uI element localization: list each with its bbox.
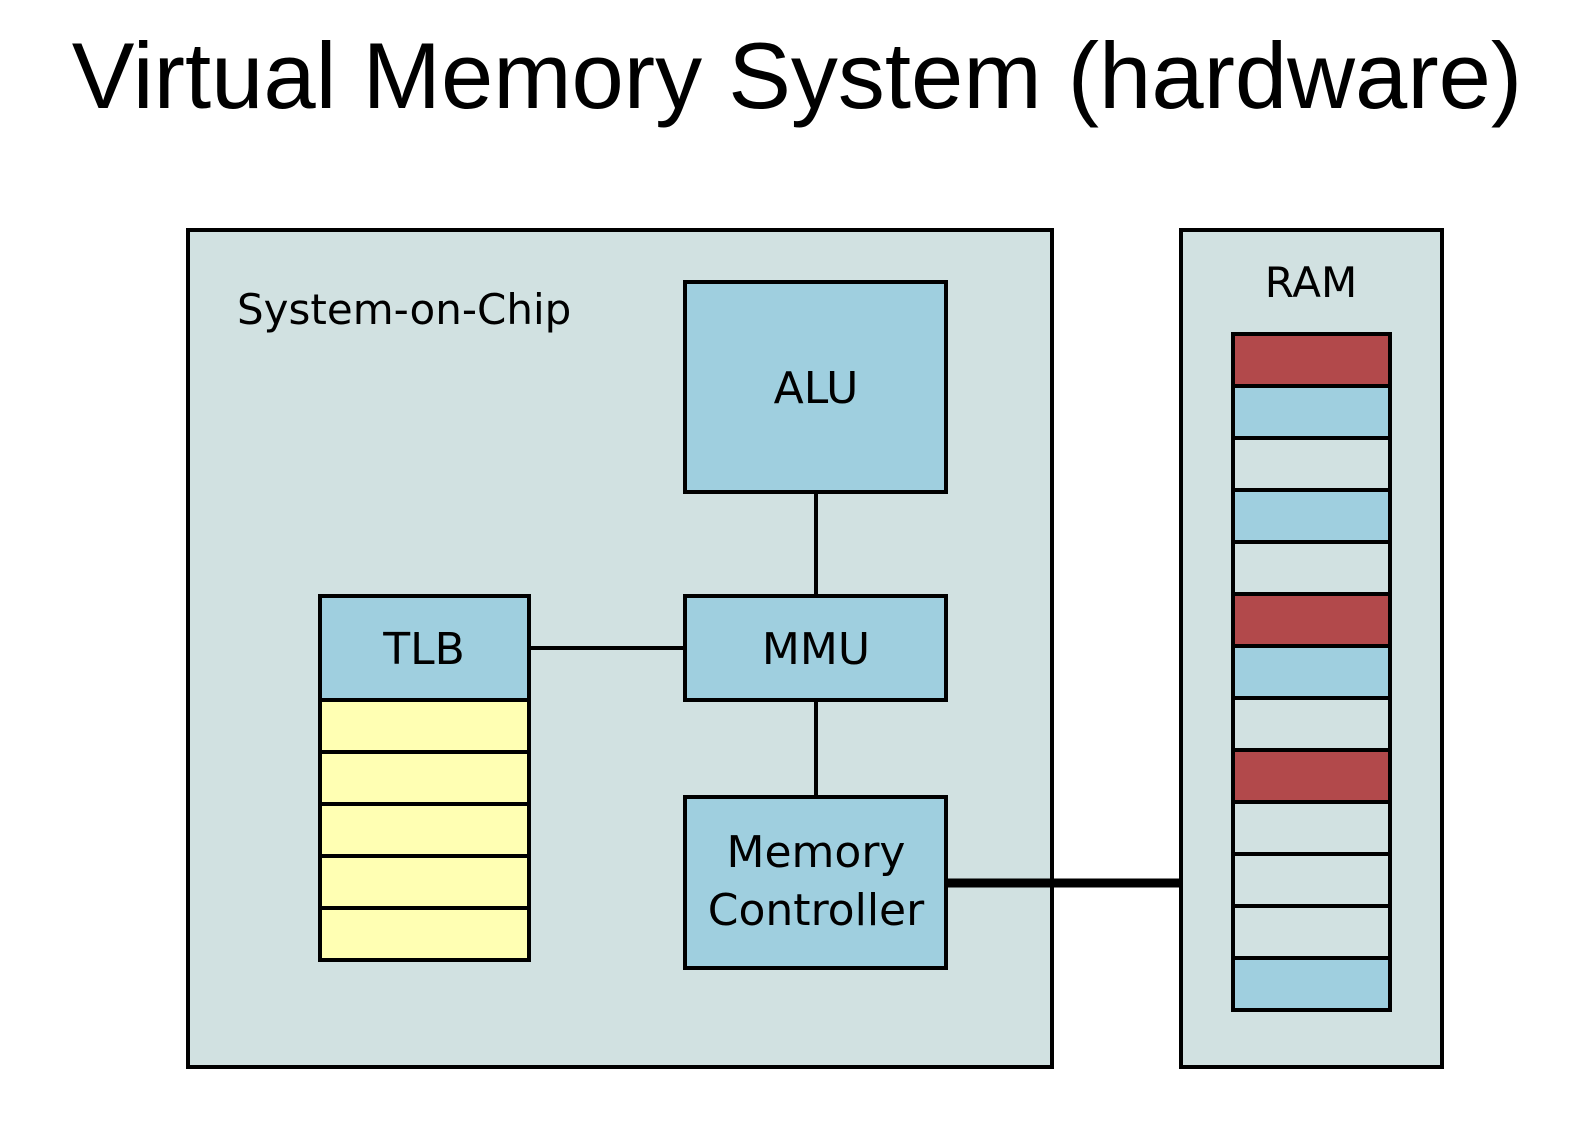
tlb-entry [318, 906, 531, 962]
ram-cell-free [1231, 904, 1392, 960]
ram-container: RAM [1179, 228, 1444, 1069]
ram-cell-process [1231, 644, 1392, 700]
mmu-block: MMU [683, 594, 948, 702]
ram-cell-used [1231, 592, 1392, 648]
ram-cell-stack [1231, 332, 1392, 1012]
memory-controller-block: Memory Controller [683, 795, 948, 970]
soc-label: System-on-Chip [237, 285, 571, 334]
memory-controller-box [683, 795, 948, 970]
alu-label: ALU [774, 363, 859, 414]
ram-cell-free [1231, 696, 1392, 752]
tlb-entry-stack [318, 698, 531, 962]
ram-cell-free [1231, 436, 1392, 492]
alu-block: ALU [683, 280, 948, 494]
ram-cell-free [1231, 852, 1392, 908]
ram-cell-used [1231, 332, 1392, 388]
ram-cell-used [1231, 748, 1392, 804]
tlb-entry [318, 854, 531, 910]
ram-cell-process [1231, 384, 1392, 440]
memory-controller-label-line1: Memory [727, 827, 906, 878]
ram-cell-process [1231, 488, 1392, 544]
tlb-block: TLB [318, 594, 531, 962]
memory-controller-label-line2: Controller [708, 885, 925, 936]
tlb-entry [318, 802, 531, 858]
mmu-box [683, 594, 948, 702]
mmu-label: MMU [762, 624, 870, 675]
tlb-entry [318, 698, 531, 754]
diagram-title: Virtual Memory System (hardware) [72, 23, 1522, 128]
tlb-label: TLB [382, 624, 465, 675]
ram-cell-free [1231, 800, 1392, 856]
ram-cell-free [1231, 540, 1392, 596]
tlb-entry [318, 750, 531, 806]
tlb-header-box [318, 594, 531, 702]
ram-label: RAM [1265, 258, 1357, 307]
alu-box [683, 280, 948, 494]
ram-cell-process [1231, 956, 1392, 1012]
